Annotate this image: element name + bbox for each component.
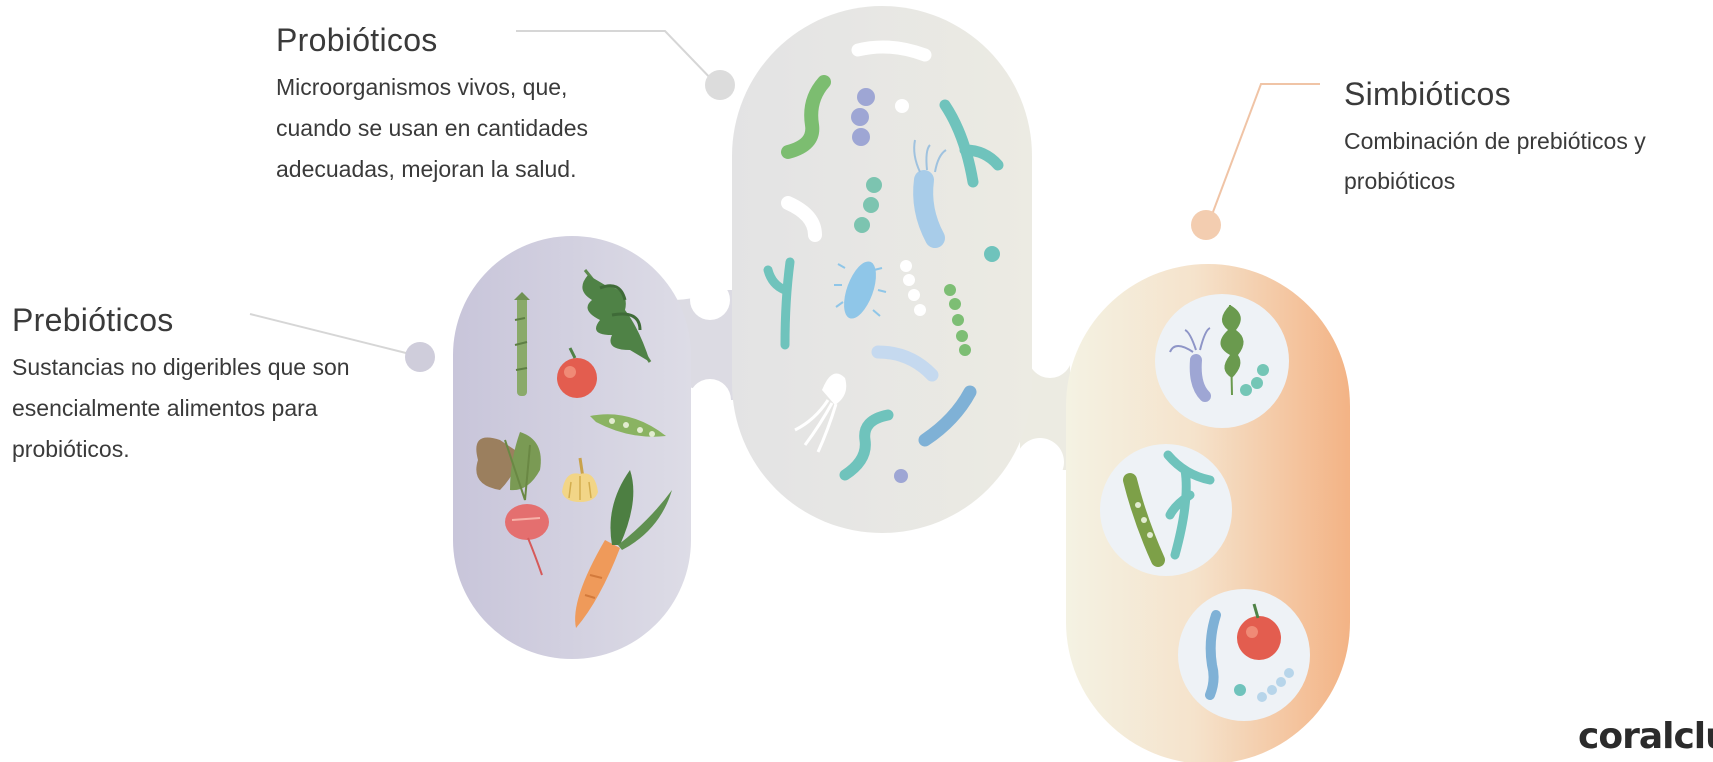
bacterium-rod-icon [858,47,925,55]
probioticos-blob [732,6,1032,533]
simbioticos-label: Simbióticos Combinación de prebióticos y… [1344,76,1713,201]
simbiotico-circle-3 [1178,589,1310,721]
simbioticos-title: Simbióticos [1344,76,1713,113]
simbioticos-description: Combinación de prebióticos y probióticos [1344,121,1709,201]
coccus-icon [857,88,875,106]
simbiotico-circle-1 [1155,294,1289,428]
simbioticos-pointer [1191,84,1320,240]
prebioticos-title: Prebióticos [12,302,392,339]
prebioticos-label: Prebióticos Sustancias no digeribles que… [12,302,392,470]
simbiotico-circle-2 [1100,444,1232,576]
probioticos-label: Probióticos Microorganismos vivos, que, … [276,22,676,190]
brand-logo: coralclub [1578,716,1713,757]
flagellate-icon [923,180,935,238]
prebioticos-description: Sustancias no digeribles que son esencia… [12,347,372,470]
probioticos-title: Probióticos [276,22,676,59]
probioticos-description: Microorganismos vivos, que, cuando se us… [276,67,646,190]
